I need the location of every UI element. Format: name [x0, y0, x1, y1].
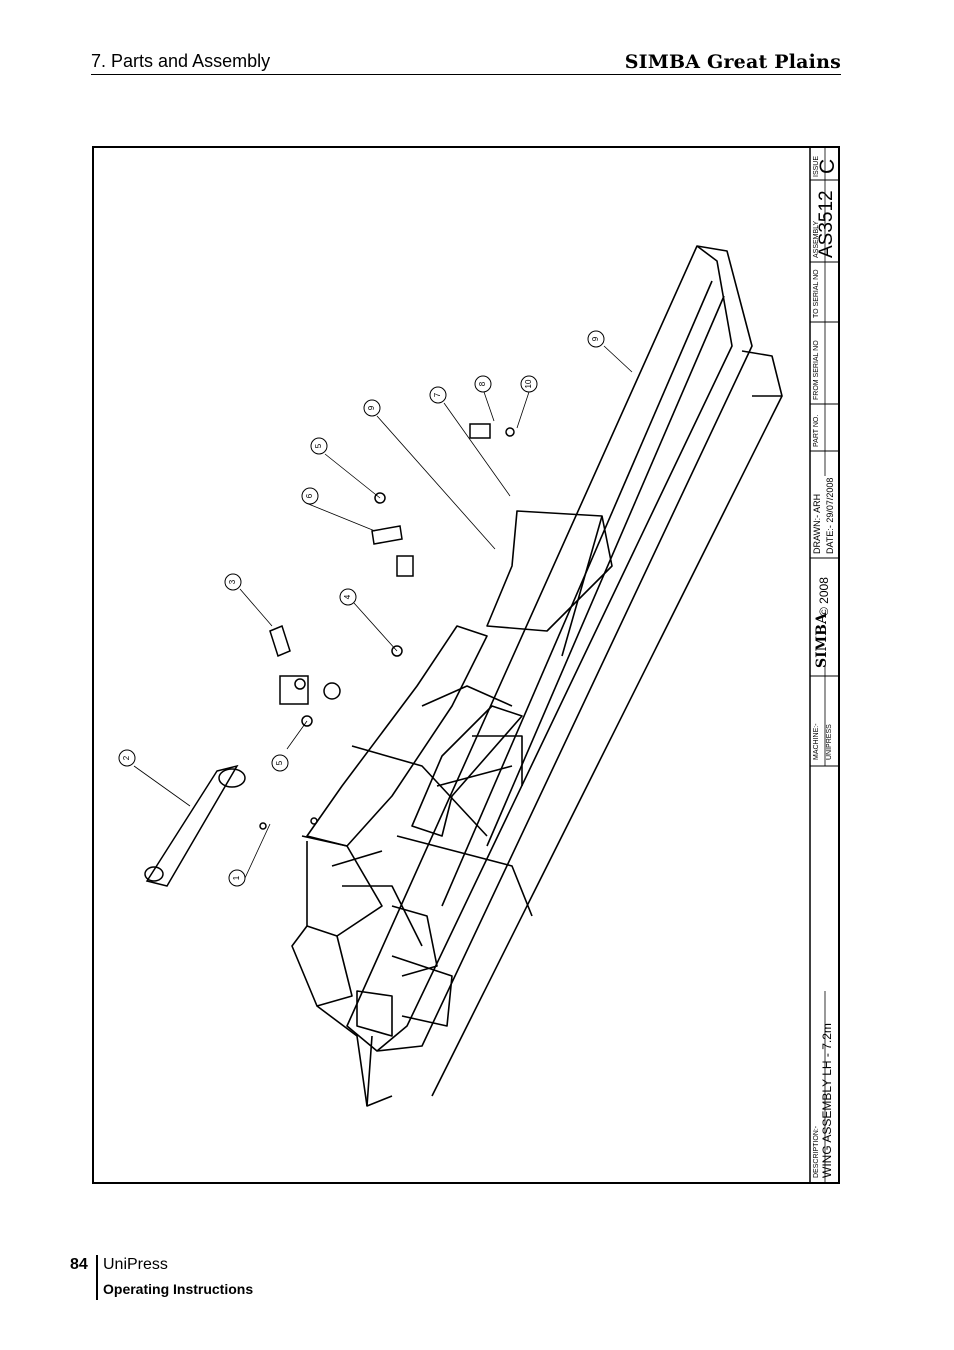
- footer-doc-type: Operating Instructions: [103, 1281, 254, 1297]
- callout-circle-9b: [587, 330, 605, 348]
- callout-circle-5a: [271, 754, 289, 772]
- callout-7: 7: [433, 392, 442, 397]
- callout-circle-7: [429, 386, 447, 404]
- footer-product: UniPress: [103, 1256, 168, 1273]
- callout-circle-8: [474, 375, 492, 393]
- callout-circles: [118, 330, 605, 887]
- callout-circle-3: [224, 573, 242, 591]
- from-serial-label: FROM SERIAL NO: [813, 340, 820, 400]
- assembly-value: AS3512: [816, 190, 837, 258]
- callout-1: 1: [232, 875, 241, 880]
- drawn-by: DRAWN:- ARH: [812, 493, 822, 554]
- copyright: © 2008: [817, 577, 831, 616]
- header-rule: [91, 74, 841, 75]
- callout-circle-5b: [310, 437, 328, 455]
- callout-3: 3: [228, 579, 237, 584]
- description-label: DESCRIPTION:-: [813, 1125, 820, 1178]
- description-value: WING ASSEMBLY LH - 7.2m: [820, 1023, 834, 1178]
- callout-2: 2: [122, 755, 131, 760]
- callout-circle-10: [520, 375, 538, 393]
- issue-value: C: [816, 158, 839, 174]
- drawing-border: [92, 146, 840, 1184]
- leader-lines: [133, 345, 633, 879]
- callout-5b: 5: [314, 443, 323, 448]
- drawing-date: DATE:- 29/07/2008: [825, 477, 835, 554]
- callout-circle-1: [228, 869, 246, 887]
- callout-10: 10: [524, 379, 533, 388]
- callout-9a: 9: [367, 405, 376, 410]
- cylinder-parts: [144, 423, 515, 887]
- callout-labels: 1 2 3 4 5 5 6 7 8 9 9 10: [122, 336, 600, 880]
- simba-mark: SIMBA: [814, 613, 830, 668]
- footer-divider: [96, 1255, 98, 1300]
- callout-circle-2: [118, 749, 136, 767]
- assembly-drawing: 1 2 3 4 5 5 6 7 8 9 9 10 ISSUE C ASSEMBL…: [92, 146, 840, 1184]
- section-title: 7. Parts and Assembly: [91, 51, 271, 71]
- brand-logo: SIMBA Great Plains: [624, 51, 841, 73]
- machine-label: MACHINE:-: [813, 723, 820, 760]
- to-serial-label: TO SERIAL NO: [813, 269, 820, 318]
- callout-6: 6: [305, 493, 314, 498]
- callout-5a: 5: [275, 760, 284, 765]
- callout-8: 8: [478, 381, 487, 386]
- wing-frame-lines: [291, 245, 783, 1107]
- callout-circle-9a: [363, 399, 381, 417]
- drawing-svg: 1 2 3 4 5 5 6 7 8 9 9 10: [92, 146, 840, 1184]
- callout-9b: 9: [591, 336, 600, 341]
- page-number: 84: [70, 1256, 88, 1273]
- callout-circle-6: [301, 487, 319, 505]
- callout-circle-4: [339, 588, 357, 606]
- part-no-label: PART NO.: [813, 414, 820, 447]
- machine-value: UNIPRESS: [826, 724, 833, 760]
- callout-4: 4: [343, 594, 352, 599]
